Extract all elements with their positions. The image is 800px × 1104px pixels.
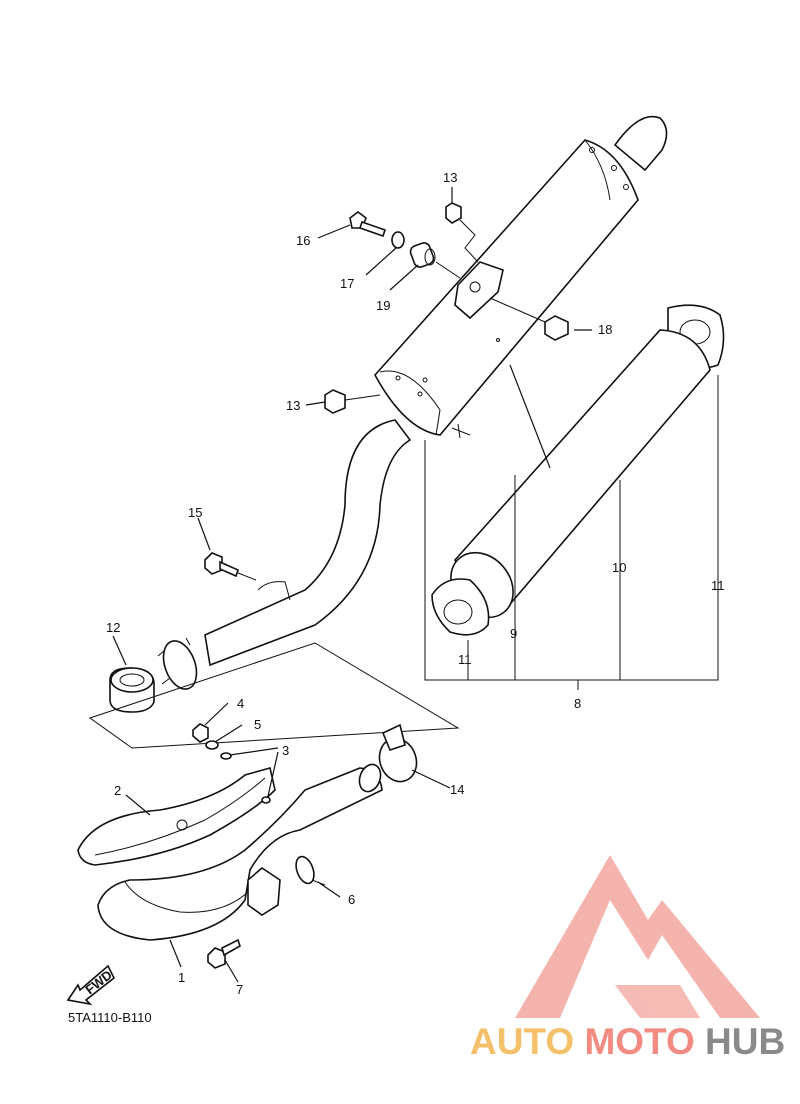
automotohub-watermark: AUTO MOTO HUB: [470, 1021, 785, 1062]
callout-9: 9: [510, 626, 517, 641]
group-bracket-8: [424, 375, 719, 690]
gasket-6: [295, 855, 326, 886]
callout-14: 14: [450, 782, 464, 797]
callout-11-bottom: 11: [458, 652, 472, 667]
callout-2: 2: [114, 783, 121, 798]
callout-numbers: 1 2 3 4 5 6 7 8 9 10 11 11 12 13 13 14 1…: [106, 170, 725, 997]
callout-16: 16: [296, 233, 310, 248]
washer-5: [205, 740, 219, 750]
bolt-15: [204, 552, 257, 581]
nut-13-lower: [324, 389, 381, 414]
diagram-code: 5TA1110-B110: [68, 1010, 152, 1025]
callout-5: 5: [254, 717, 261, 732]
watermark-hub: HUB: [705, 1021, 785, 1062]
callout-13-top: 13: [443, 170, 457, 185]
heat-protector-2: [77, 767, 276, 866]
bolt-7: [207, 938, 241, 969]
bolt-16: [349, 211, 387, 238]
watermark-auto: AUTO: [470, 1021, 574, 1062]
washer-3b: [261, 796, 271, 804]
nut-13-upper: [445, 202, 479, 263]
silencer-inner-parts: [431, 304, 725, 636]
exhaust-mid-pipe: [157, 419, 412, 690]
callout-18: 18: [598, 322, 612, 337]
callout-15: 15: [188, 505, 202, 520]
bolt-18: [489, 297, 569, 341]
exhaust-header-pipe: [97, 763, 383, 941]
callout-11-top: 11: [711, 578, 725, 593]
callout-13-lower: 13: [286, 398, 300, 413]
bolt-4: [192, 723, 209, 743]
washer-17: [391, 231, 405, 249]
gasket-12: [109, 667, 155, 713]
watermark-moto: MOTO: [584, 1021, 694, 1062]
callout-7: 7: [236, 982, 243, 997]
callout-1: 1: [178, 970, 185, 985]
callout-12: 12: [106, 620, 120, 635]
svg-text:AUTO MOTO HUB: AUTO MOTO HUB: [470, 1021, 785, 1062]
callout-3: 3: [282, 743, 289, 758]
automotohub-logo-icon: [515, 855, 760, 1018]
callout-8: 8: [574, 696, 581, 711]
collar-19: [409, 242, 461, 279]
clamp-14: [378, 723, 418, 783]
silencer-assembly: [374, 115, 668, 439]
callout-6: 6: [348, 892, 355, 907]
callout-19: 19: [376, 298, 390, 313]
callout-17: 17: [340, 276, 354, 291]
leader-lines: [112, 187, 592, 983]
callout-4: 4: [237, 696, 244, 711]
fwd-arrow-icon: FWD: [66, 964, 116, 1006]
callout-10: 10: [612, 560, 626, 575]
washer-3a: [220, 752, 232, 760]
